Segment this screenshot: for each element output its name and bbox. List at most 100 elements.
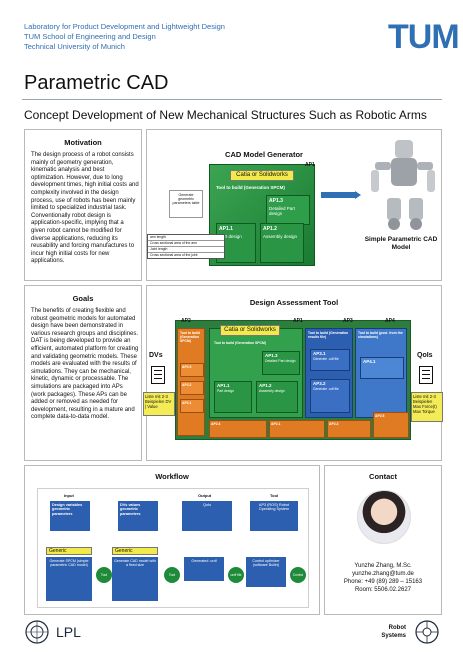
workflow-diagram: Input Output Tool Design variables geome…: [37, 488, 309, 608]
param-row: arm length: [148, 235, 224, 241]
workflow-title: Workflow: [155, 472, 189, 481]
motivation-panel: Motivation The design process of a robot…: [24, 129, 142, 281]
university-name: Technical University of Munich: [24, 42, 125, 51]
dat-catia-box: Catia or Solidworks: [220, 325, 280, 336]
workflow-dv-box: DVs values geometric parameters: [118, 501, 158, 531]
flow-circle-2: Tool: [164, 567, 180, 583]
workflow-panel: Workflow Input Output Tool Design variab…: [24, 465, 320, 615]
dat-panel: Design Assessment Tool AP2 AP1 AP3 AP4 T…: [143, 285, 443, 461]
dat-ap32-box: AP3.2 Generate .sdf file: [310, 379, 350, 413]
ap2-tool-text: Tool to build (Generation SPCM): [180, 331, 201, 343]
page-subtitle: Concept Development of New Mechanical St…: [24, 108, 427, 122]
dat-ap3-label: AP3: [343, 318, 353, 324]
qois-document-icon: [419, 366, 433, 384]
ap13-text: Detailed Part design: [269, 206, 296, 216]
ap22-label: AP2.2: [182, 383, 192, 387]
qois-label: QoIs: [417, 352, 433, 359]
cad-generator-title: CAD Model Generator: [225, 150, 303, 159]
flow-box-2: Generate CAD model with a fixed size: [112, 557, 158, 601]
dat-ap1-block: Catia or Solidworks Tool to build (Gener…: [209, 325, 303, 418]
dat-ap3-block: Tool to build (Generation results file) …: [305, 328, 353, 418]
robot-arm-image: [371, 140, 435, 230]
flow-circle-1: Tool: [96, 567, 112, 583]
flow-box-3: Generated .urdf: [184, 557, 224, 581]
ap2-column: Tool to build (Generation SPCM) AP2.3 AP…: [177, 328, 205, 436]
robot-systems-seal-icon: [415, 620, 439, 644]
contact-name: Yunzhe Zhang, M.Sc.: [354, 563, 412, 569]
tool-to-build-label: Tool to build (Generation SPCM): [216, 185, 285, 190]
contact-email[interactable]: yunzhe.zhang@tum.de: [352, 571, 414, 577]
param-table: arm length Cross sectional area of the a…: [147, 234, 225, 259]
dat-ap32-label: AP3.2: [313, 381, 326, 386]
ap22-box: AP2.2: [180, 381, 204, 395]
dat-ap11-box: AP1.1 Part design: [214, 381, 252, 413]
dat-ap21b-label: AP2.1: [271, 422, 281, 426]
contact-title: Contact: [369, 472, 397, 481]
ap11-label: AP1.1: [219, 226, 233, 232]
dat-ap12-box: AP1.2 Assembly design: [256, 381, 298, 413]
catia-box: Catia or Solidworks: [230, 170, 294, 181]
dat-tool-gen: Tool to build (Generation SPCM): [214, 341, 266, 345]
dat-ap4-block: Tool to build (post. from the simulation…: [355, 328, 407, 418]
dat-ap32-text: Generate .sdf file: [313, 387, 339, 391]
contact-avatar: [357, 490, 411, 544]
dvs-document-icon: [151, 366, 165, 384]
lpl-logo: LPL: [56, 624, 81, 640]
contact-room: Room: 5506.02.2627: [354, 587, 412, 593]
param-row: Joint length: [148, 247, 224, 253]
dat-ap13-text: Detailed Part design: [265, 359, 296, 363]
dat-ap12-text: Assembly design: [259, 389, 285, 393]
ap21-box: AP2.1: [180, 399, 204, 413]
page-title: Parametric CAD: [24, 72, 169, 94]
dat-ap1-label: AP1: [293, 318, 303, 324]
dat-ap24-box: AP2.4: [209, 420, 267, 438]
dat-tool-post: Tool to build (post. from the simulation…: [358, 331, 403, 339]
generator-arrow-head: [355, 191, 361, 199]
goals-panel: Goals The benefits of creating flexible …: [24, 285, 142, 461]
dat-ap41-label: AP4.1: [363, 359, 376, 364]
dat-ap21b-box: AP2.1: [269, 420, 325, 438]
simple-cad-model-label: Simple Parametric CAD Model: [364, 236, 438, 251]
ap12-text: Assembly design: [263, 234, 298, 239]
generator-arrow-shaft: [321, 192, 357, 198]
goals-text: The benefits of creating flexible and ro…: [31, 308, 139, 421]
dat-ap2-label: AP2: [181, 318, 191, 324]
dat-ap4-label: AP4: [385, 318, 395, 324]
lpl-seal-icon: [25, 620, 49, 644]
dat-ap31-box: AP3.1 Generate .sdf file: [310, 349, 350, 371]
ap12-label: AP1.2: [263, 226, 277, 232]
contact-panel: Contact Yunzhe Zhang, M.Sc. yunzhe.zhang…: [324, 465, 442, 615]
flow-circle-4: Control param: [290, 567, 306, 593]
motivation-text: The design process of a robot consists m…: [31, 152, 139, 265]
flow-box-4: Control optimizer (software Bullet): [246, 557, 286, 587]
workflow-qoi-box: QoIs: [182, 501, 232, 531]
lab-name: Laboratory for Product Development and L…: [24, 22, 225, 31]
dat-ap12-label: AP1.2: [259, 383, 272, 388]
motivation-title: Motivation: [64, 138, 102, 147]
dat-ap13-label: AP1.3: [265, 353, 278, 358]
generic-label-2: Generic: [112, 547, 158, 555]
contact-phone: Phone: +49 (89) 289 – 15163: [343, 579, 423, 585]
cad-generator-panel: CAD Model Generator Catia or Solidworks …: [146, 129, 442, 281]
flow-box-1: Generate SPCM (simple parametric CAD mod…: [46, 557, 92, 601]
dat-ap13-box: AP1.3 Detailed Part design: [262, 351, 300, 375]
dat-ap22b-box: AP2.2: [327, 420, 371, 438]
dvs-label: DVs: [149, 352, 163, 359]
cad-ap-label: AP1: [305, 162, 315, 168]
workflow-output-header: Output: [198, 493, 212, 498]
title-divider: [22, 99, 442, 100]
ap23-label: AP2.3: [182, 365, 192, 369]
param-row: Cross sectional area of the arm: [148, 241, 224, 247]
robot-systems-line1: Robot: [388, 625, 406, 631]
ap13-label: AP1.3: [269, 198, 283, 204]
workflow-tool-header: Tool: [270, 493, 279, 498]
ap13-box: AP1.3 Detailed Part design: [266, 195, 310, 225]
qois-note: Liste mit 2-3 Beispielen Max Force(t) Ma…: [411, 392, 443, 422]
flow-circle-3: urdf file: [228, 567, 244, 583]
dat-ap41-box: AP4.1: [360, 357, 404, 379]
ap21-label: AP2.1: [182, 401, 192, 405]
dat-ap31-text: Generate .sdf file: [313, 357, 339, 361]
workflow-input-box: Design variables geometric parameters: [50, 501, 90, 531]
dat-ap11-text: Part design: [217, 389, 235, 393]
generic-label-1: Generic: [46, 547, 92, 555]
